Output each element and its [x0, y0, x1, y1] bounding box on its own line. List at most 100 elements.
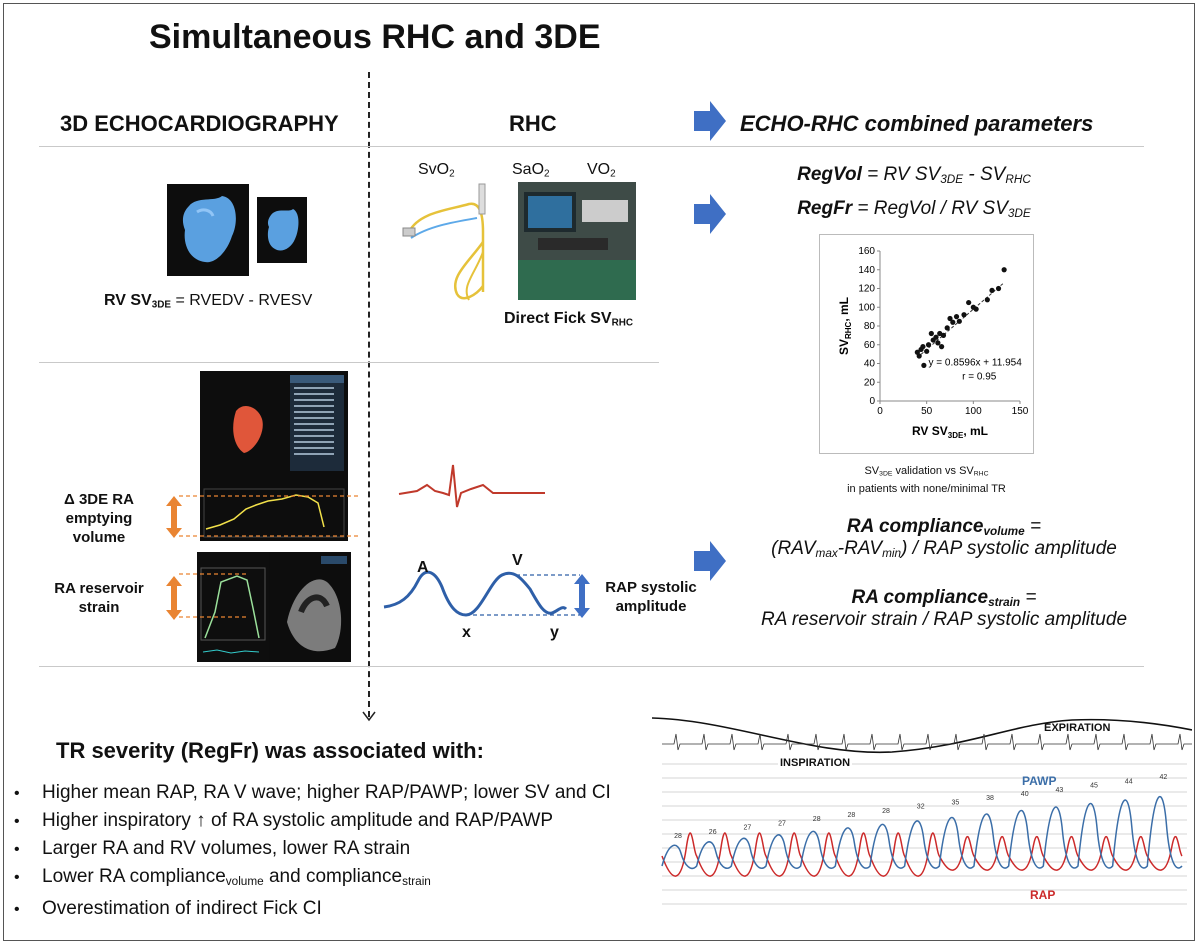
- vo2-label: VO2: [587, 161, 616, 180]
- y-tick-label: 80: [864, 321, 876, 332]
- y-tick-label: 20: [864, 377, 876, 388]
- tr-severity-heading: TR severity (RegFr) was associated with:: [56, 738, 484, 763]
- ra-volume-double-arrow-icon: [166, 496, 182, 538]
- pawp-peak-label: 28: [882, 808, 890, 815]
- rap-trace: [661, 832, 1183, 877]
- pawp-peak-label: 38: [986, 795, 994, 802]
- x-tick-label: 100: [965, 406, 982, 417]
- wave-v-label: V: [512, 552, 523, 569]
- echo-column-header: 3D ECHOCARDIOGRAPHY: [60, 111, 339, 136]
- pawp-peak-label: 32: [917, 804, 925, 811]
- svo2-label: SvO2: [418, 161, 455, 180]
- ra-reservoir-strain-label: RA reservoir strain: [54, 580, 144, 616]
- separator-bottom: [39, 666, 1144, 667]
- respiration-curve: [652, 717, 1192, 754]
- pawp-peak-label: 28: [813, 816, 821, 823]
- x-tick-label: 0: [877, 406, 883, 417]
- rap-amplitude-double-arrow-icon: [574, 574, 590, 618]
- rhc-column-header: RHC: [509, 111, 557, 136]
- data-point: [950, 319, 956, 325]
- pawp-trace: [661, 795, 1183, 870]
- wave-y-label: y: [550, 624, 559, 641]
- data-point: [966, 299, 972, 306]
- data-point: [995, 285, 1002, 292]
- separator-middle: [39, 362, 659, 363]
- ra-compliance-volume-equation: RA compliancevolume = (RAVmax-RAVmin) / …: [771, 516, 1117, 560]
- data-point: [973, 306, 979, 312]
- ra-compliance-strain-equation: RA compliancestrain = RA reservoir strai…: [760, 587, 1128, 630]
- ecg-trace: [398, 464, 545, 508]
- inspiration-label: INSPIRATION: [778, 757, 853, 769]
- bullet-item: •Higher mean RAP, RA V wave; higher RAP/…: [14, 782, 611, 803]
- regression-equation: y = 0.8596x + 11.954: [929, 357, 1023, 368]
- data-point: [961, 312, 967, 318]
- header-arrow-icon: [694, 101, 726, 141]
- rv-sv-formula: RV SV3DE = RVEDV - RVESV: [104, 292, 313, 311]
- ra-strain-echo-image: [197, 552, 351, 662]
- pawp-peak-label: 27: [778, 820, 786, 827]
- ra-strain-double-arrow-icon: [166, 576, 182, 620]
- pawp-peak-label: 40: [1021, 791, 1029, 798]
- rap-waveform: [383, 570, 580, 617]
- figure-title: Simultaneous RHC and 3DE: [149, 18, 601, 56]
- data-point: [933, 334, 939, 340]
- data-point: [921, 362, 927, 368]
- figure-frame: Simultaneous RHC and 3DE 3D ECHOCARDIOGR…: [3, 3, 1195, 941]
- rv-3d-volume-systole-image: [257, 197, 307, 263]
- bullet-item: •Overestimation of indirect Fick CI: [14, 897, 322, 919]
- ra-volume-echo-image: [200, 371, 348, 541]
- compliance-arrow-icon: [694, 541, 726, 581]
- data-point: [989, 287, 995, 293]
- separator-top: [39, 146, 1144, 147]
- data-point: [935, 340, 941, 346]
- pawp-peak-label: 28: [847, 812, 855, 819]
- orange-guides: [179, 495, 359, 618]
- x-tick-label: 50: [921, 406, 933, 417]
- bullet-item: •Larger RA and RV volumes, lower RA stra…: [14, 838, 411, 859]
- pawp-peak-label: 43: [1055, 787, 1063, 794]
- data-point: [940, 332, 947, 338]
- pawp-peak-label: 28: [674, 833, 682, 840]
- data-point: [928, 330, 934, 337]
- ecg-strip: [662, 733, 1192, 751]
- data-point: [916, 353, 922, 359]
- direct-fick-label: Direct Fick SVRHC: [504, 310, 634, 329]
- regvol-equation: RegVol = RV SV3DE - SVRHC: [797, 164, 1031, 186]
- y-tick-label: 0: [869, 396, 875, 407]
- correlation-r: r = 0.95: [962, 371, 997, 382]
- wave-a-label: A: [417, 559, 429, 576]
- regfr-equation: RegFr = RegVol / RV SV3DE: [797, 198, 1031, 220]
- vertical-divider: [368, 72, 370, 717]
- regvol-arrow-icon: [694, 194, 726, 234]
- pawp-peak-label: 27: [743, 825, 751, 832]
- pawp-peak-label: 44: [1125, 778, 1133, 785]
- rap-label: RAP: [1030, 888, 1056, 902]
- swan-ganz-catheter-illustration: [402, 183, 486, 301]
- data-point: [953, 314, 960, 320]
- y-tick-label: 160: [858, 246, 875, 257]
- pawp-label: PAWP: [1022, 774, 1057, 788]
- data-point: [944, 325, 950, 331]
- y-tick-label: 140: [858, 265, 875, 276]
- y-tick-label: 60: [864, 340, 876, 351]
- y-tick-label: 40: [864, 359, 876, 370]
- x-tick-label: 150: [1012, 406, 1029, 417]
- scatter-caption: SV3DE validation vs SVRHC in patients wi…: [847, 465, 1006, 495]
- x-axis-label: RV SV3DE, mL: [912, 424, 988, 440]
- data-point: [984, 297, 990, 303]
- combined-column-header: ECHO-RHC combined parameters: [740, 111, 1094, 136]
- data-point: [1001, 267, 1007, 273]
- fick-equipment-photo: [518, 182, 636, 300]
- y-axis-label: SVRHC, mL: [837, 297, 853, 355]
- data-point: [939, 344, 945, 350]
- data-point: [956, 318, 962, 324]
- rap-systolic-amplitude-label: RAP systolic amplitude: [605, 579, 697, 615]
- pawp-peak-label: 26: [709, 829, 717, 836]
- divider-arrowhead: [362, 711, 376, 722]
- y-tick-label: 120: [858, 284, 875, 295]
- tr-severity-bullet-list: •Higher mean RAP, RA V wave; higher RAP/…: [14, 779, 611, 923]
- data-point: [920, 344, 926, 350]
- rv-3d-volume-diastole-image: [167, 184, 249, 276]
